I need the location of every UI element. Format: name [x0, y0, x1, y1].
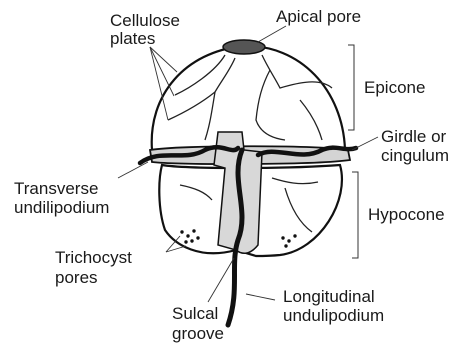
- label-apical-pore: Apical pore: [276, 7, 361, 26]
- label-trichocyst-2: pores: [55, 268, 98, 287]
- label-longitudinal-2: undulipodium: [283, 306, 384, 325]
- label-sulcal-1: Sulcal: [172, 304, 218, 323]
- label-trichocyst-1: Trichocyst: [55, 248, 132, 267]
- epicone-bracket: [348, 45, 354, 130]
- label-cellulose-plates-1: Cellulose: [110, 11, 180, 30]
- label-transverse-2: undilipodium: [14, 198, 109, 217]
- label-girdle-2: cingulum: [381, 146, 449, 165]
- label-transverse-1: Transverse: [14, 179, 98, 198]
- label-sulcal-2: groove: [172, 324, 224, 343]
- label-longitudinal-1: Longitudinal: [283, 287, 375, 306]
- label-cellulose-plates-2: plates: [110, 29, 155, 48]
- label-epicone: Epicone: [364, 78, 425, 97]
- hypocone-bracket: [352, 172, 358, 258]
- label-girdle-1: Girdle or: [381, 127, 447, 146]
- label-hypocone: Hypocone: [368, 205, 445, 224]
- epicone-shape: [152, 46, 345, 150]
